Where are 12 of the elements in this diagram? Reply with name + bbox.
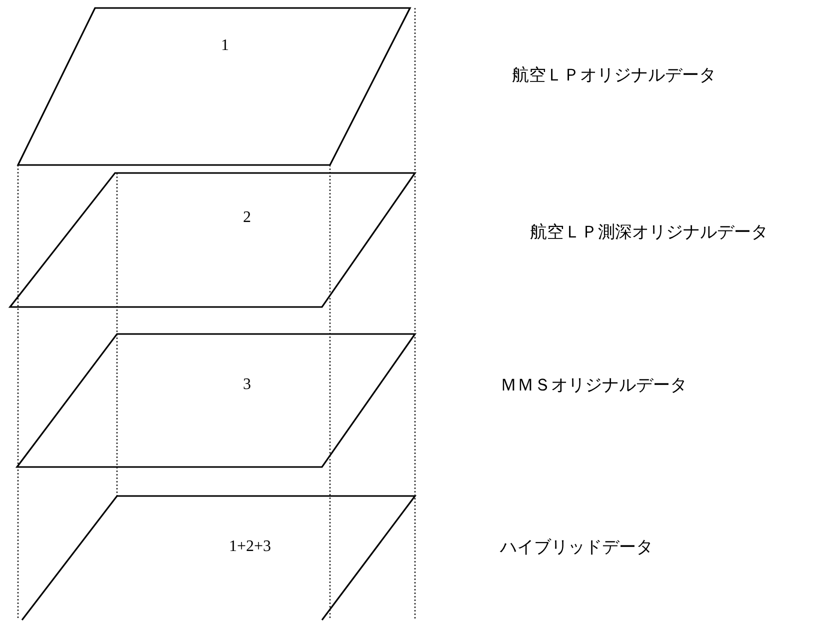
layer-number: 1+2+3: [228, 539, 272, 555]
layer-label: ＭＭＳオリジナルデータ: [500, 376, 687, 394]
layer-number: 1: [221, 38, 229, 54]
layer-parallelogram: [17, 334, 415, 467]
layer-number: 3: [243, 377, 251, 393]
layer-label: ハイブリッドデータ: [500, 538, 653, 556]
layer-parallelogram: [10, 173, 415, 307]
layer-number: 2: [243, 210, 251, 226]
layer-parallelogram: [18, 8, 410, 165]
layer-label: 航空ＬＰオリジナルデータ: [512, 66, 716, 84]
layer-label: 航空ＬＰ測深オリジナルデータ: [530, 224, 768, 240]
layer-parallelogram: [22, 496, 415, 620]
